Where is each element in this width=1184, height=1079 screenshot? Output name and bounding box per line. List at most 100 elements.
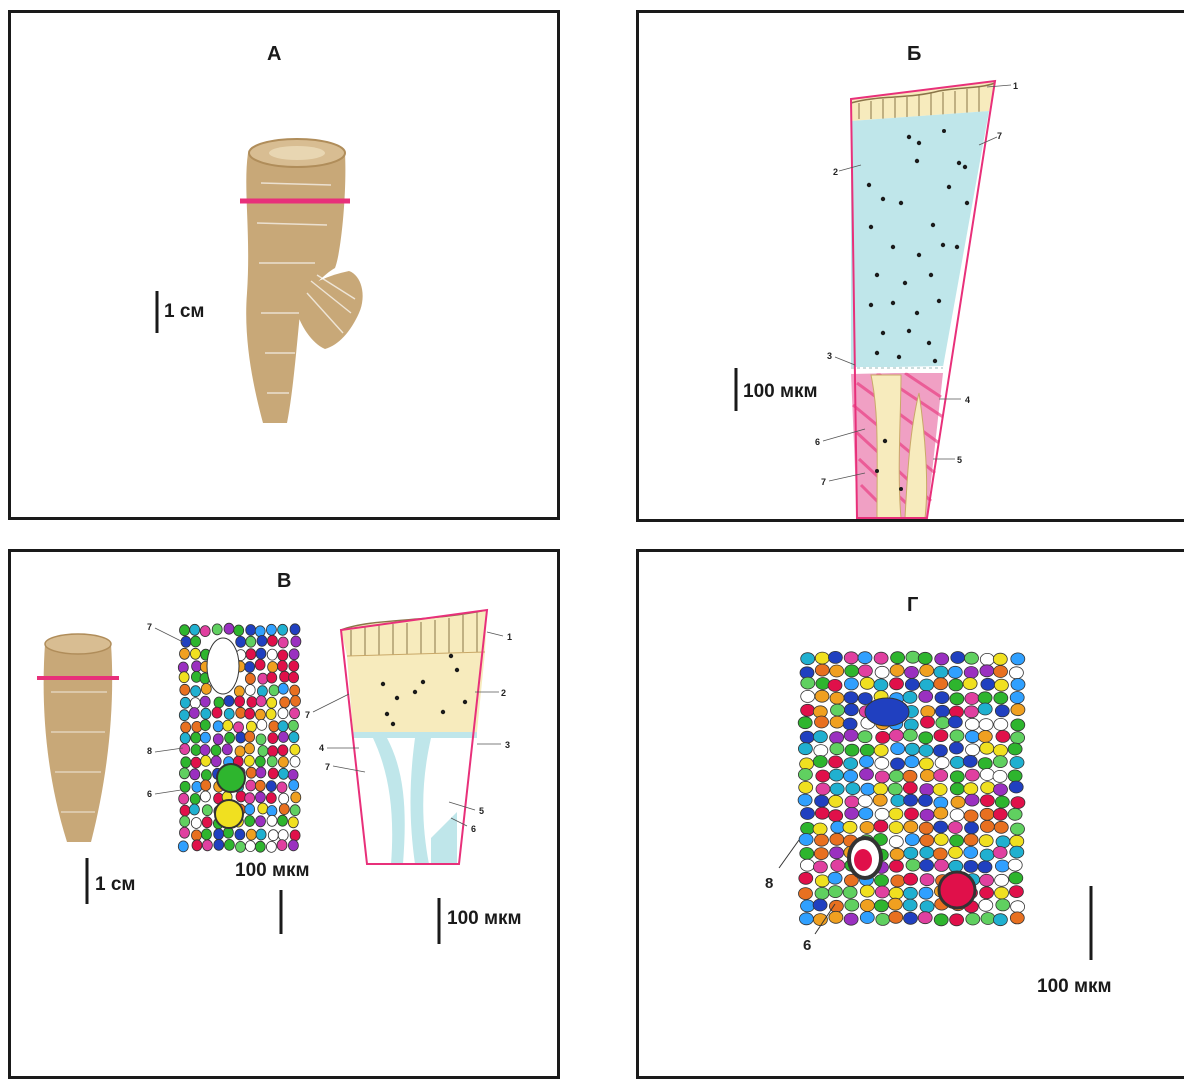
tissue-cell [266,624,276,635]
tissue-cell [235,696,245,707]
tissue-cell [269,721,279,732]
label-5: 5 [957,455,962,465]
tissue-cell [905,666,919,678]
tissue-cell [935,653,949,665]
tissue-cell [844,692,858,704]
tissue-cell [801,704,815,716]
tissue-cell [278,745,288,756]
cavity [207,638,239,694]
tissue-cell [918,912,932,924]
tissue-cell [801,653,815,665]
tissue-cell [996,730,1010,742]
tissue-cell [289,649,299,660]
tissue-cell [844,770,858,782]
label-8: 8 [147,746,152,756]
tissue-cell [978,861,992,873]
tissue-cell [257,719,267,730]
tissue-cell [891,795,905,807]
tissue-cell [964,667,978,679]
tissue-cell [981,678,995,690]
tissue-cell [993,847,1007,859]
tissue-cell [829,810,843,822]
tissue-cell [874,783,888,795]
tissue-cell [234,686,244,697]
tissue-cell [933,784,947,796]
tissue-cell [277,661,287,672]
tissue-cell [831,860,845,872]
tissue-cell [1010,692,1024,704]
label-1: 1 [1013,81,1018,91]
tissue-cell [950,783,964,795]
tissue-cell [920,770,934,782]
tissue-cell [964,810,978,822]
tissue-cell [935,705,949,717]
tissue-cell [860,756,874,768]
tissue-cell [290,708,300,719]
tissue-cell [846,783,860,795]
tissue-cell [201,780,211,791]
tissue-cell [816,678,830,690]
tissue-cell [949,742,963,754]
tissue-cell [236,707,246,718]
tissue-cell [190,648,200,659]
tissue-cell [1008,743,1022,755]
tissue-cell [801,677,815,689]
tissue-cell [845,899,859,911]
tissue-cell [799,913,813,925]
tissue-cell [815,875,829,887]
tissue-cell [266,781,276,792]
tissue-cell [889,860,903,872]
tissue-cell [291,792,301,803]
tissue-cell [980,653,994,665]
tissue-cell [919,690,933,702]
tissue-cell [1009,667,1023,679]
tissue-cell [933,745,947,757]
tissue-cell [191,636,201,647]
tissue-cell [190,624,200,635]
tissue-cell [903,887,917,899]
tissue-cell [801,900,815,912]
tissue-cell [279,768,289,779]
tissue-cell [980,769,994,781]
tissue-cell [200,791,210,802]
tissue-cell [844,678,858,690]
tissue-cell [180,744,190,755]
tissue-cell [246,625,256,636]
tissue-cell [919,887,933,899]
tissue-cell [965,731,979,743]
tissue-cell [949,846,963,858]
tissue-cell [905,834,919,846]
tissue-cell [202,840,212,851]
tissue-cell [875,771,889,783]
tissue-cell [980,665,994,677]
tissue-cell [212,707,222,718]
tissue-cell [224,708,234,719]
tissue-cell [189,708,199,719]
tissue-cell [236,636,246,647]
tissue-cell [875,757,889,769]
tissue-cell [224,696,234,707]
tissue-cell [256,816,266,827]
tissue-cell [213,734,223,745]
tissue-cell [993,808,1007,820]
tissue-cell [889,822,903,834]
tissue-cell [859,808,873,820]
tissue-cell [288,769,298,780]
tissue-cell [202,829,212,840]
tissue-cell [180,781,190,792]
tissue-cell [994,718,1008,730]
tissue-cell [816,783,830,795]
tissue-cell [1011,704,1025,716]
tissue-cell [278,830,288,841]
tissue-cell [815,807,829,819]
label-8: 8 [765,875,773,892]
tissue-cell [815,834,829,846]
tissue-cell [1009,781,1023,793]
tissue-cell [211,756,221,767]
tissue-cell [891,875,905,887]
tissue-cell [891,652,905,664]
tissue-cell [1008,808,1022,820]
panel-g: Г 8 6 100 мкм [636,549,1184,1079]
tissue-cell [180,648,190,659]
tissue-cell [1011,823,1025,835]
